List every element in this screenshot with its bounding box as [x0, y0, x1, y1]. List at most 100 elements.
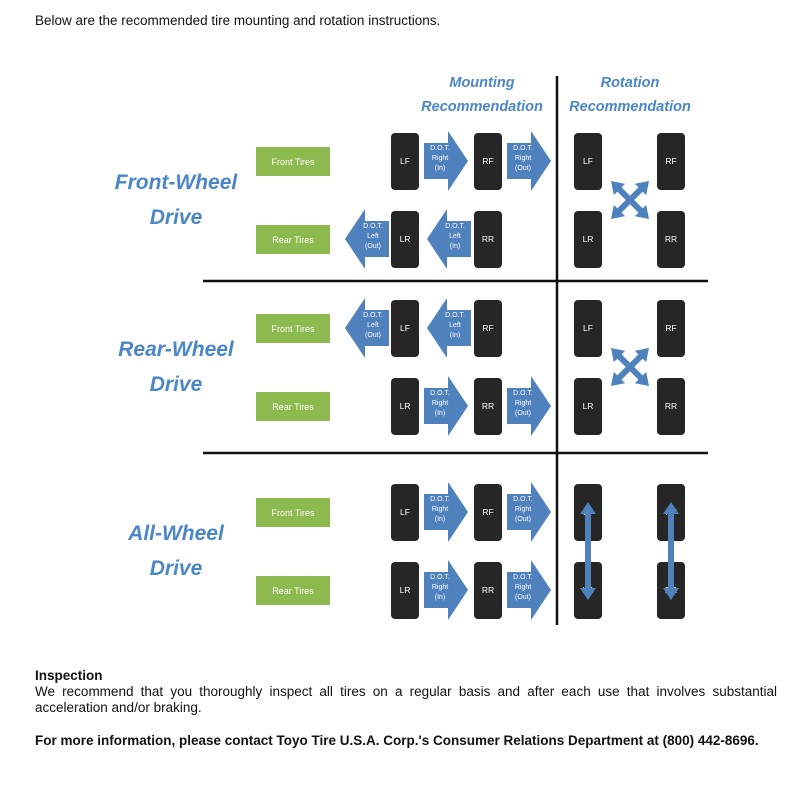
section-1-rot-cross-arrow-a-head-start: [611, 181, 626, 196]
section-2-rear-tire-right-label: RR: [482, 401, 494, 411]
section-3-rear-arrow-2: [507, 560, 551, 620]
section-1-rear-arrow-2-text-1: Left: [449, 233, 461, 240]
tire-diagram: Mounting Recommendation Rotation Recomme…: [115, 75, 708, 625]
section-3-rear-arrow-2-text-0: D.O.T.: [513, 574, 533, 581]
section-2-rear-tire-left: [391, 378, 419, 435]
section-3-rear-tire-left: [391, 562, 419, 619]
section-1-front-arrow-2-text-0: D.O.T.: [513, 145, 533, 152]
section-3-rear-arrow-2-text-2: (Out): [515, 594, 531, 601]
section-3-rear-tire-right: [474, 562, 502, 619]
section-3-front-arrow-2: [507, 482, 551, 542]
section-1-rear-arrow-2-text-0: D.O.T.: [445, 223, 465, 230]
mounting-header-line1: Mounting: [449, 75, 514, 91]
section-3-front-arrow-1: [424, 482, 468, 542]
section-1-front-tire-left: [391, 133, 419, 190]
section-1-front-tire-right-label: RF: [482, 156, 493, 166]
section-2-rear-arrow-1-text-2: (In): [435, 410, 446, 417]
section-2-title-line1: Rear-Wheel: [118, 338, 235, 361]
intro-text: Below are the recommended tire mounting …: [35, 13, 441, 28]
section-2-front-arrow-2-text-0: D.O.T.: [445, 312, 465, 319]
section-3-rot-vert-arrow-left-head-start: [580, 502, 596, 514]
section-2-front-tire-right: [474, 300, 502, 357]
section-1-rear-label-box: [256, 225, 330, 254]
section-2-rear-arrow-1: [424, 376, 468, 436]
section-2-front-tire-left-label: LF: [400, 323, 410, 333]
section-3-front-arrow-1-text-0: D.O.T.: [430, 496, 450, 503]
section-3-rot-vert-arrow-right-head-start: [663, 502, 679, 514]
section-1-front-arrow-1-text-0: D.O.T.: [430, 145, 450, 152]
section-2-rear-tire-right: [474, 378, 502, 435]
section-2-rot-cross-arrow-b-head-end: [611, 371, 626, 386]
section-3-front-arrow-2-text-1: Right: [515, 506, 531, 513]
section-3-front-tire-left-label: LF: [400, 507, 410, 517]
section-2-front-arrow-1-text-1: Left: [367, 322, 379, 329]
section-2-front-arrow-2: [427, 298, 471, 358]
section-1-front-arrow-1-text-2: (In): [435, 165, 446, 172]
section-2-rot-tire-rr: [657, 378, 685, 435]
section-3-rear-arrow-1-text-2: (In): [435, 594, 446, 601]
section-2-rear-arrow-1-text-1: Right: [432, 400, 448, 407]
section-1-title-line1: Front-Wheel: [115, 171, 239, 194]
section-2-front-tire-right-label: RF: [482, 323, 493, 333]
section-1-rot-tire-rf: [657, 133, 685, 190]
contact-info: For more information, please contact Toy…: [35, 733, 759, 748]
section-3-front-arrow-1-text-2: (In): [435, 516, 446, 523]
section-1-rot-tire-lf: [574, 133, 602, 190]
mounting-header-line2: Recommendation: [421, 99, 543, 115]
section-1-front-arrow-2-text-2: (Out): [515, 165, 531, 172]
section-2-rot-cross-arrow-a-head-start: [611, 348, 626, 363]
section-2-rear-label-box: [256, 392, 330, 421]
section-2-front-tire-left: [391, 300, 419, 357]
section-2-front-arrow-2-text-1: Left: [449, 322, 461, 329]
section-2-rot-tire-rf: [657, 300, 685, 357]
inspection-title: Inspection: [35, 668, 103, 683]
section-1-rear-tire-left-label: LR: [400, 234, 411, 244]
section-3-front-label-box: [256, 498, 330, 527]
section-1-rot-cross-arrow-b: [615, 185, 645, 215]
section-2-rear-arrow-2-text-1: Right: [515, 400, 531, 407]
section-2-rear-arrow-2-text-2: (Out): [515, 410, 531, 417]
section-3-rear-arrow-1: [424, 560, 468, 620]
section-1-rear-arrow-1-text-1: Left: [367, 233, 379, 240]
section-1-rot-tire-lr-label: LR: [583, 234, 594, 244]
section-1-rear-arrow-1: [345, 209, 389, 269]
section-3-rear-arrow-1-text-1: Right: [432, 584, 448, 591]
section-2-front-arrow-1: [345, 298, 389, 358]
section-2-rot-tire-rr-label: RR: [665, 401, 677, 411]
section-1-rot-tire-rf-label: RF: [665, 156, 676, 166]
section-2-rot-tire-lf: [574, 300, 602, 357]
section-1-title-line2: Drive: [150, 206, 203, 229]
section-3-front-tire-right-label: RF: [482, 507, 493, 517]
section-1-front-arrow-1: [424, 131, 468, 191]
section-2-rot-cross-arrow-a-head-end: [634, 371, 649, 386]
section-3-rear-label: Rear Tires: [272, 586, 314, 596]
section-3-rot-vert-arrow-right-head-end: [663, 588, 679, 600]
section-2-front-arrow-1-text-0: D.O.T.: [363, 312, 383, 319]
section-2-rear-tire-left-label: LR: [400, 401, 411, 411]
section-2-front-label-box: [256, 314, 330, 343]
section-1-rear-arrow-2: [427, 209, 471, 269]
section-2-rot-cross-arrow-b: [615, 352, 645, 382]
section-2-rot-tire-lf-label: LF: [583, 323, 593, 333]
section-2-rot-tire-lr: [574, 378, 602, 435]
section-2-rear-arrow-2-text-0: D.O.T.: [513, 390, 533, 397]
section-1-rear-label: Rear Tires: [272, 235, 314, 245]
section-1-rear-arrow-2-text-2: (In): [450, 243, 461, 250]
section-1-rear-tire-right: [474, 211, 502, 268]
section-2-rot-tire-lr-label: LR: [583, 401, 594, 411]
section-1-rot-tire-lf-label: LF: [583, 156, 593, 166]
section-1-front-label: Front Tires: [271, 157, 315, 167]
section-3-front-arrow-1-text-1: Right: [432, 506, 448, 513]
inspection-body: We recommend that you thoroughly inspect…: [35, 684, 777, 715]
rotation-header-line1: Rotation: [601, 75, 660, 91]
section-2-front-arrow-1-text-2: (Out): [365, 332, 381, 339]
section-1-front-arrow-2: [507, 131, 551, 191]
section-2-rot-cross-arrow-b-head-start: [634, 348, 649, 363]
section-1-front-tire-right: [474, 133, 502, 190]
section-1-rot-tire-rr-label: RR: [665, 234, 677, 244]
section-1-rot-tire-lr: [574, 211, 602, 268]
section-2-rot-tire-rf-label: RF: [665, 323, 676, 333]
rotation-header-line2: Recommendation: [569, 99, 691, 115]
section-3-title-line1: All-Wheel: [127, 522, 225, 545]
section-3-front-tire-right: [474, 484, 502, 541]
